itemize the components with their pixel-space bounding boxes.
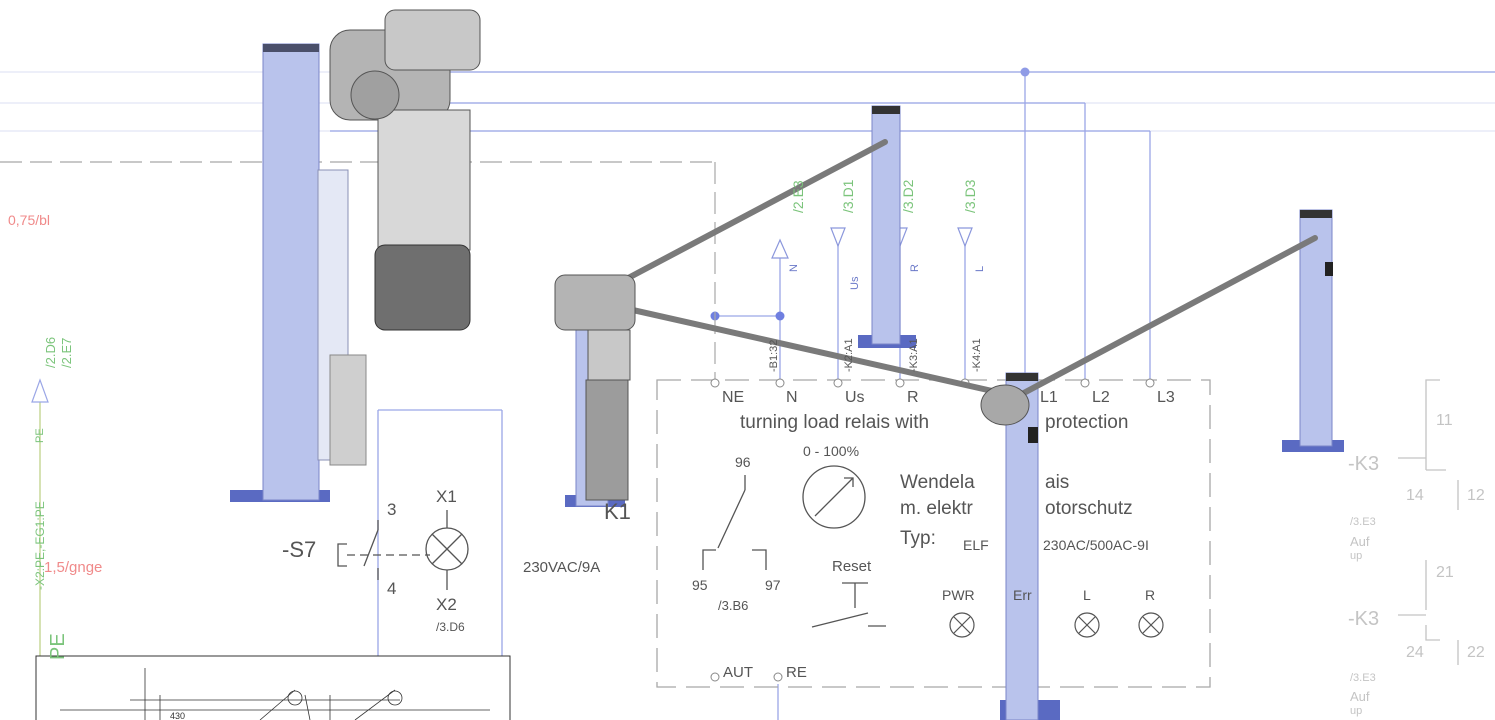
wire-label-green: 1,5/gnge (44, 559, 102, 576)
terminal-ne: NE (722, 389, 744, 406)
k3-label-1: -K3 (1348, 453, 1379, 475)
s7-switch (337, 510, 469, 590)
k1-label: K1 (604, 499, 631, 524)
s7-terminal-4: 4 (387, 579, 396, 598)
contact-ref: /3.B6 (718, 598, 748, 613)
contact-95: 95 (692, 577, 708, 593)
k3-n11: 11 (1436, 412, 1453, 429)
terminal-re: RE (786, 664, 807, 681)
de-line-2b: otorschutz (1045, 498, 1133, 519)
k3-auf-2: Auf (1350, 689, 1370, 704)
svg-text:430: 430 (170, 711, 185, 720)
contact-96: 96 (735, 454, 751, 470)
frame-post-left (230, 43, 367, 502)
frame-post-front (1000, 372, 1060, 720)
conn-k4: -K4:A1 (971, 338, 983, 372)
s7-x1: X1 (436, 487, 457, 506)
k3-auf-1: Auf (1350, 534, 1370, 549)
de-line-2a: m. elektr (900, 498, 974, 519)
k3-up-1: up (1350, 550, 1362, 562)
pe-arrow-label: PE (34, 428, 46, 443)
gear-motor-small-front (980, 384, 1030, 426)
terminal-us: Us (845, 389, 865, 406)
k3-n21: 21 (1436, 564, 1454, 581)
ref-left-1: /2.D6 (43, 337, 58, 368)
conn-k3: -K3:A1 (908, 338, 920, 372)
relay-title-2: protection (1045, 412, 1128, 433)
ref-e3: /2.E3 (790, 180, 806, 213)
junction-dot (775, 311, 785, 321)
meter-symbol (802, 465, 866, 529)
typ-value-b: 230AC/500AC-9I (1043, 537, 1149, 553)
k1-rating: 230VAC/9A (523, 559, 600, 576)
k3-ref-2: /3.E3 (1350, 672, 1376, 684)
contact-97: 97 (765, 577, 781, 593)
gear-motor-large (329, 9, 481, 331)
reset-symbol (811, 582, 886, 628)
ref-d2: /3.D2 (900, 179, 916, 213)
k3-n22: 22 (1467, 644, 1485, 661)
typ-label: Typ: (900, 528, 936, 549)
terminal-aut: AUT (723, 664, 753, 681)
s7-terminal-3: 3 (387, 500, 396, 519)
frame-post-right (1282, 209, 1344, 452)
terminal-l1: L1 (1040, 389, 1058, 406)
k3-label-2: -K3 (1348, 608, 1379, 630)
signal-n: N (788, 264, 800, 272)
k3-up-2: up (1350, 705, 1362, 717)
reset-label: Reset (832, 558, 872, 575)
conn-b1: -B1:32 (768, 340, 780, 372)
meter-range: 0 - 100% (803, 443, 859, 459)
wire-label-red: 0,75/bl (8, 212, 50, 228)
lamp-l-label: L (1083, 587, 1091, 603)
pe-terminal-label: -X2:PE,-EG1:PE (33, 501, 47, 590)
ref-left-2: /2.E7 (59, 338, 74, 368)
typ-value-a: ELF (963, 537, 989, 553)
lamp-pwr-label: PWR (942, 587, 975, 603)
ref-d3: /3.D3 (962, 179, 978, 213)
gear-motor-small-k1 (554, 274, 636, 501)
signal-l: L (974, 266, 986, 272)
k3-n12: 12 (1467, 487, 1485, 504)
k3-contacts (1398, 379, 1459, 665)
relay-title: turning load relais with (740, 412, 929, 433)
lamp-err-label: Err (1013, 587, 1032, 603)
k3-ref-1: /3.E3 (1350, 516, 1376, 528)
background-wires (0, 71, 1495, 132)
terminal-r: R (907, 389, 919, 406)
dashed-wires (0, 161, 716, 383)
s7-x2-ref: /3.D6 (436, 620, 465, 634)
terminal-n: N (786, 389, 798, 406)
de-line-1a: Wendela (900, 472, 975, 493)
pe-label: PE (47, 633, 69, 660)
junction-dot (1020, 67, 1030, 77)
de-line-1b: ais (1045, 472, 1069, 493)
signal-us: Us (849, 276, 861, 290)
lamp-symbols (949, 612, 1164, 638)
terminal-l2: L2 (1092, 389, 1110, 406)
signal-r: R (909, 264, 921, 272)
s7-label: -S7 (282, 537, 316, 562)
inset-drawing: 430 (35, 655, 511, 720)
lamp-r-label: R (1145, 587, 1155, 603)
terminal-l3: L3 (1157, 389, 1175, 406)
s7-x2: X2 (436, 595, 457, 614)
drive-rods (612, 139, 1318, 398)
relay-contact (702, 475, 767, 570)
ref-d1: /3.D1 (840, 179, 856, 213)
k3-n24: 24 (1406, 644, 1424, 661)
k3-n14: 14 (1406, 487, 1424, 504)
conn-k2: -K2:A1 (843, 338, 855, 372)
